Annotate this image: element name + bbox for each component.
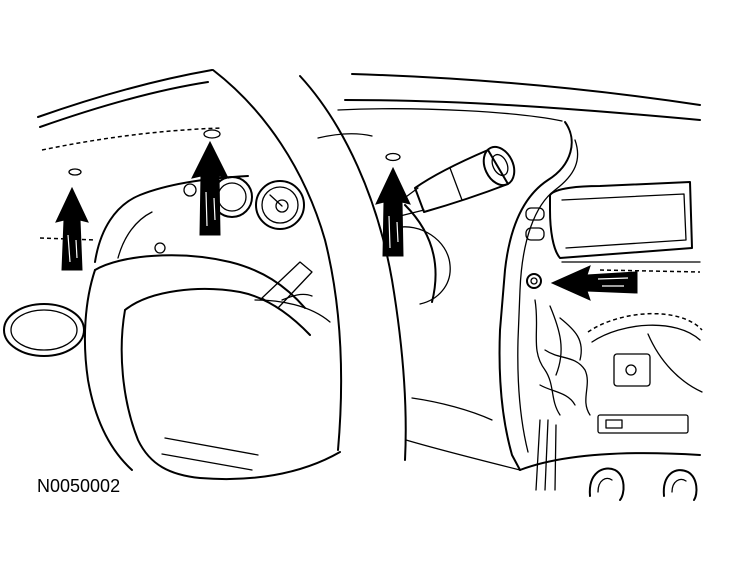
- vent-knob-left: [588, 467, 625, 501]
- gauge-right-face: [261, 186, 299, 224]
- wheel-spoke-line: [254, 299, 331, 323]
- wire-4: [559, 317, 582, 361]
- stalk-rod-lower: [399, 209, 425, 217]
- stack-button-upper: [525, 207, 545, 221]
- wire-5: [539, 384, 576, 406]
- harness-tube-lower: [591, 324, 701, 343]
- horn-pad-trim-lower: [161, 453, 253, 471]
- wiper-stalk: [394, 145, 516, 217]
- drop-wire-3: [554, 424, 557, 491]
- dash-top-edge-right: [337, 108, 563, 122]
- arrow-up-1-hatch: [67, 234, 78, 263]
- vent-knob-right-inner: [671, 478, 687, 493]
- screw-1-icon: [68, 168, 82, 176]
- drop-wire-2: [544, 419, 549, 491]
- gauge-right-bezel: [255, 180, 305, 230]
- horn-pad-trim-upper: [164, 437, 259, 456]
- arrow-up-2-icon: [191, 140, 229, 236]
- bracket-box: [613, 353, 651, 387]
- cluster-lens-edge: [94, 175, 249, 263]
- gauge-right-needle: [269, 194, 283, 207]
- stalk-band: [449, 167, 463, 201]
- wire-3: [544, 349, 591, 416]
- stack-panel-outer: [498, 121, 573, 471]
- wire-1: [534, 299, 561, 416]
- wheel-hub-left-edge: [83, 269, 133, 471]
- connector-strip: [597, 414, 689, 434]
- wheel-hub-inner-top: [124, 288, 311, 336]
- gauge-left-face: [217, 182, 247, 212]
- callout-arrows: [55, 140, 638, 301]
- wheel-rim-left-edge: [212, 69, 343, 451]
- wheel-rim-right-edge: [299, 75, 407, 461]
- screw-2-icon: [203, 129, 221, 139]
- wire-2: [549, 305, 562, 376]
- stalk-cap-inner: [491, 153, 509, 177]
- center-stack: [498, 121, 703, 501]
- screw-4-head: [530, 277, 538, 285]
- steering-column: [394, 204, 521, 471]
- dash-top-outer-left: [37, 69, 213, 118]
- screws: [68, 129, 542, 289]
- stalk-cap: [482, 145, 516, 187]
- wheel-hub-outer: [94, 254, 306, 309]
- column-lever-detail: [281, 293, 313, 301]
- vent-knob-right: [662, 469, 698, 501]
- cluster-lens-inner: [117, 211, 153, 259]
- screw-4-icon: [526, 273, 542, 289]
- arrow-left-4-icon: [550, 265, 638, 301]
- lower-panel-edge: [519, 452, 701, 471]
- panel-right-curve: [647, 333, 703, 393]
- arrow-up-1-icon: [55, 186, 89, 271]
- cluster-hood-edge: [41, 127, 223, 151]
- dash-top-inner-right: [344, 99, 701, 121]
- arrow-left-4-hatch: [597, 277, 629, 287]
- screw-3-icon: [385, 152, 401, 162]
- column-shroud: [404, 204, 437, 303]
- indicator-lamp-upper: [183, 183, 197, 197]
- ignition-bezel: [394, 226, 451, 305]
- dash-top-inner-left: [39, 81, 209, 128]
- knee-panel-line: [405, 439, 521, 471]
- radio-opening-inner: [561, 193, 687, 249]
- arrow-up-2-hatch: [205, 191, 216, 227]
- arrow-up-3-icon: [375, 166, 411, 257]
- bracket-bolt: [625, 364, 637, 376]
- figure-code: N0050002: [37, 476, 120, 496]
- harness-tube-upper: [587, 313, 703, 333]
- column-lever: [261, 261, 313, 309]
- emblem-inner: [10, 309, 78, 351]
- drop-wire-1: [535, 419, 541, 491]
- stack-panel-inner: [517, 139, 579, 453]
- cluster-hood-right: [317, 133, 373, 139]
- emblem: [3, 303, 85, 357]
- stack-ledge-dash: [599, 269, 701, 273]
- column-lower-line: [411, 397, 493, 421]
- emblem-outer: [3, 303, 85, 357]
- gauge-right-hub: [275, 199, 289, 213]
- dashboard-top: [37, 69, 701, 151]
- stack-button-lower: [525, 227, 545, 241]
- connector-clip: [605, 419, 623, 429]
- vent-knob-left-inner: [597, 477, 613, 493]
- arrow-up-3-hatch: [388, 215, 399, 249]
- indicator-lamp-lower: [154, 242, 166, 254]
- steering-wheel: [83, 69, 407, 481]
- wheel-pad-edge: [120, 309, 341, 481]
- radio-opening: [549, 181, 693, 259]
- dash-top-outer-right: [351, 73, 701, 106]
